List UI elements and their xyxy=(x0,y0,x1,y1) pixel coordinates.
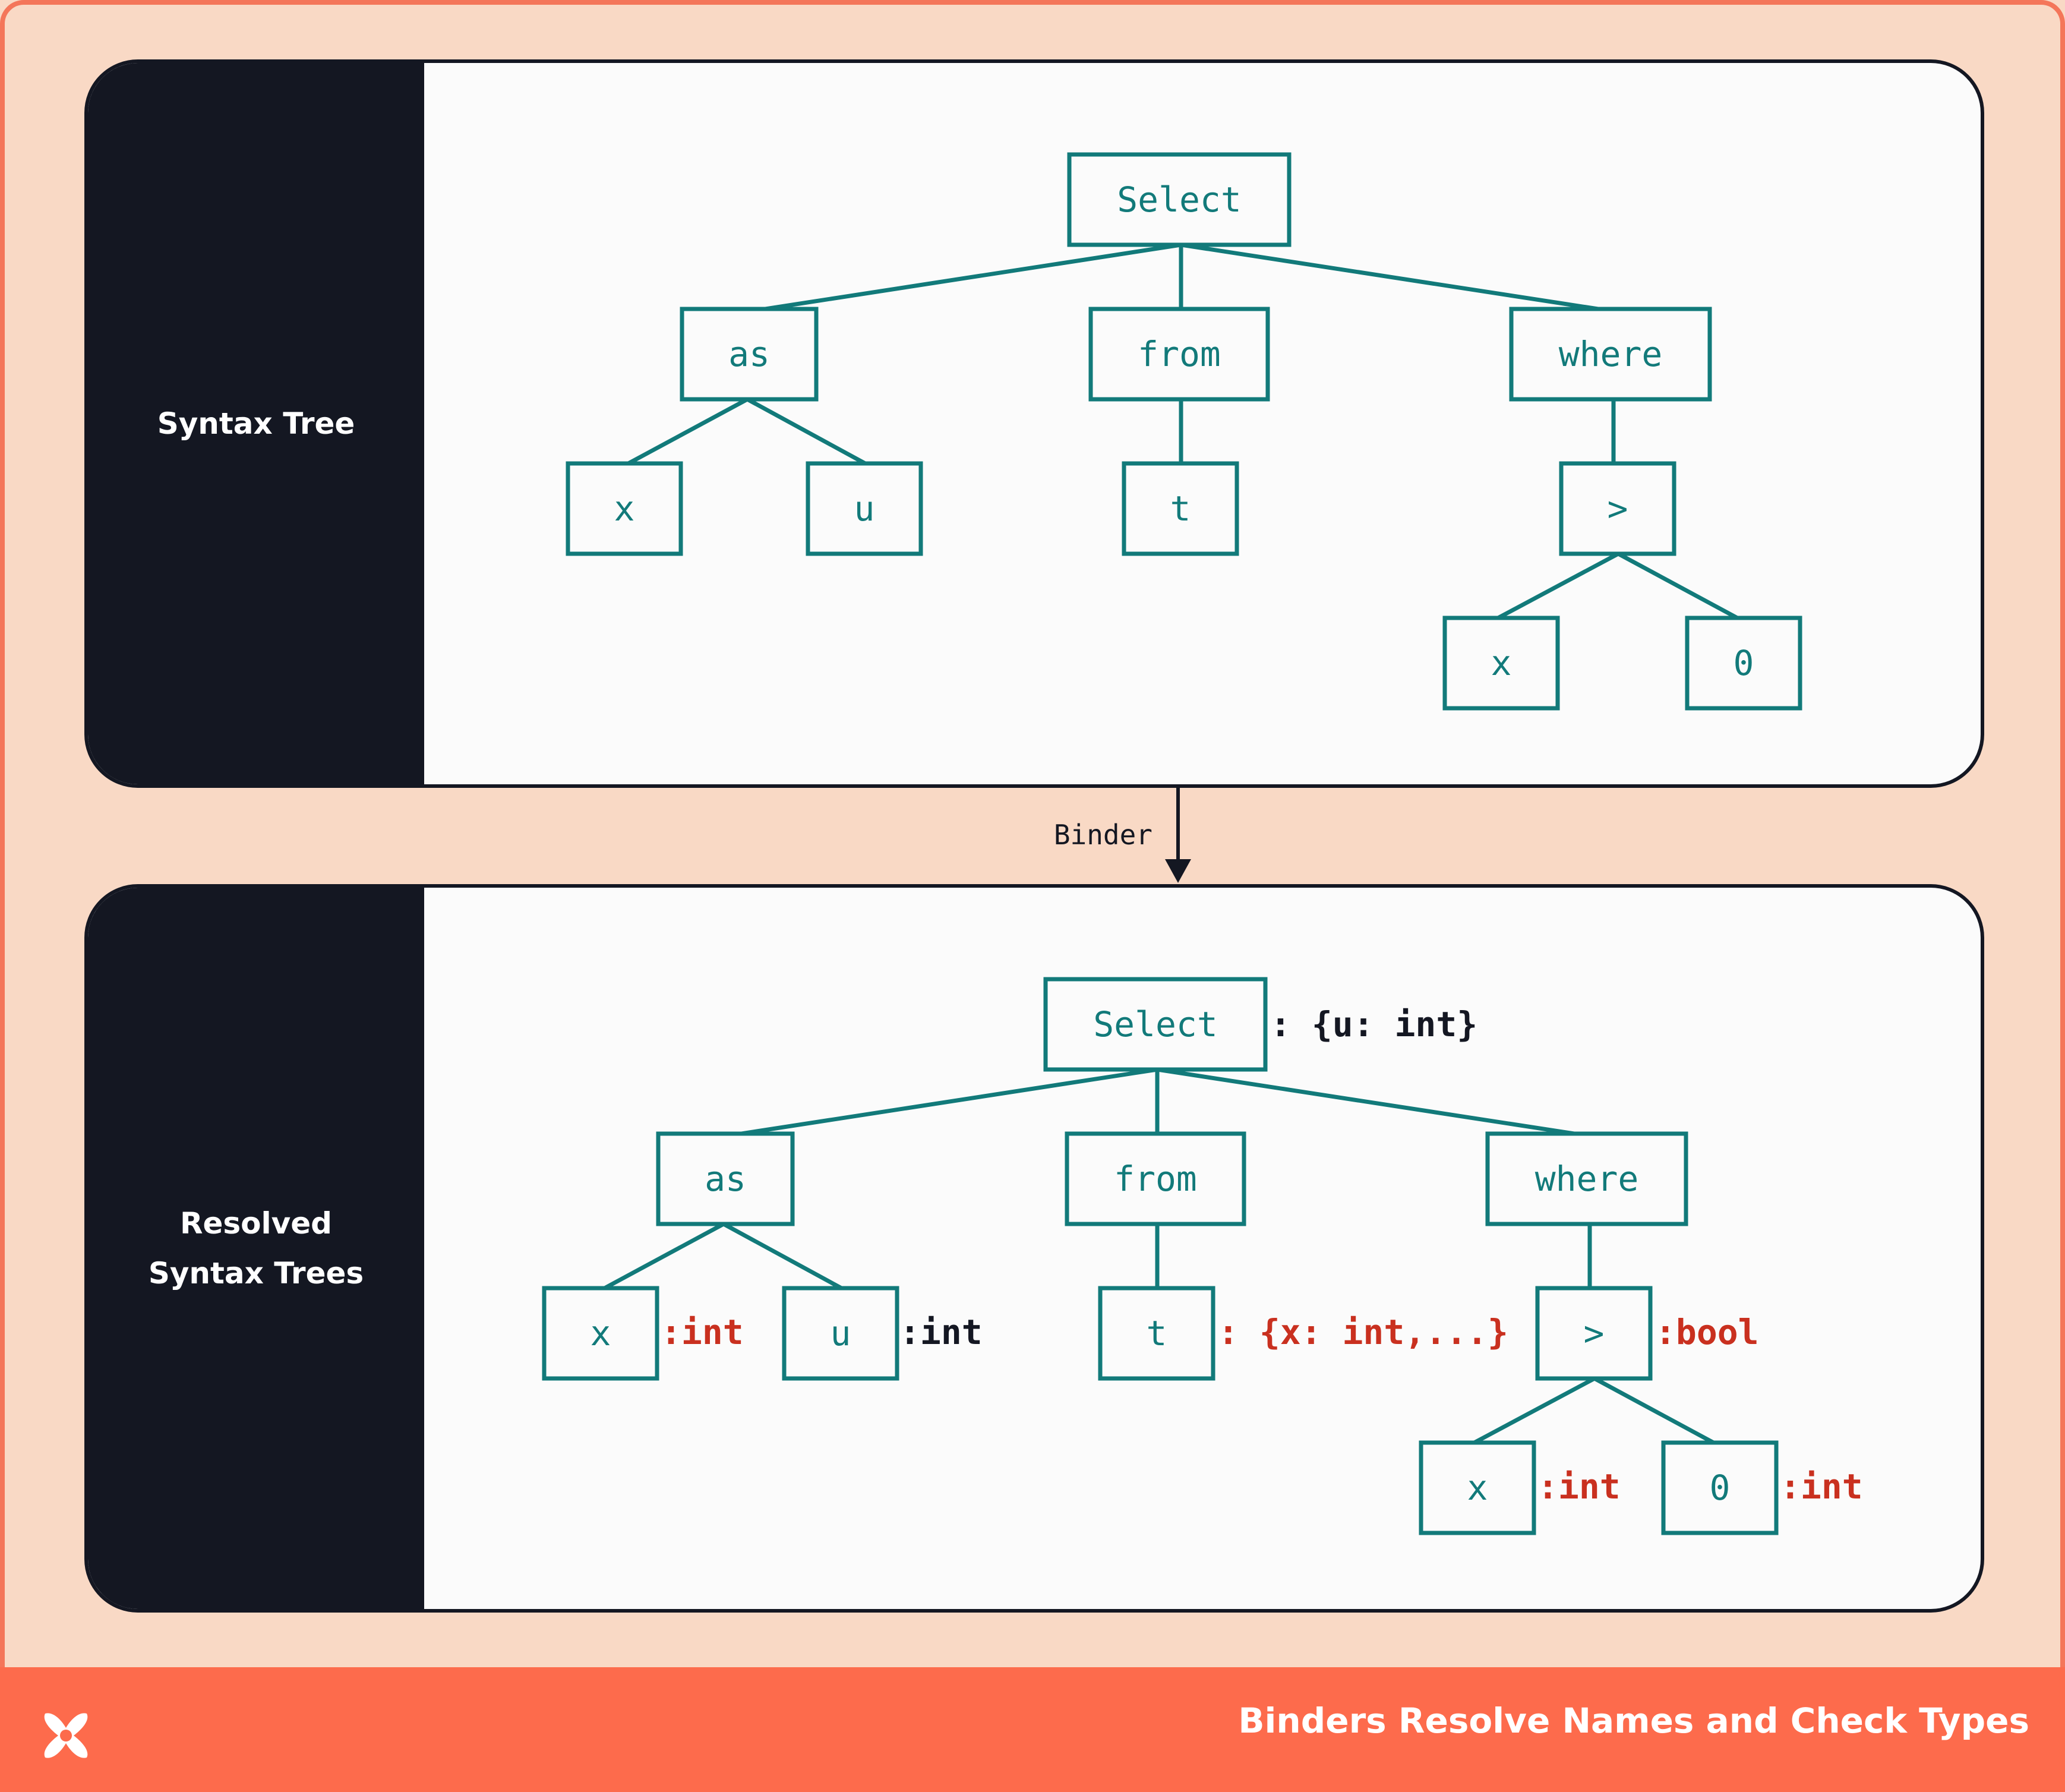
annotation-gt-type: :bool xyxy=(1655,1312,1759,1352)
node-gt-label: > xyxy=(1584,1313,1605,1354)
resolved-syntax-tree-graph: Select as from where x u t > xyxy=(542,977,1863,1535)
resolved-syntax-trees-sidebar: Resolved Syntax Trees xyxy=(88,888,424,1609)
syntax-tree-label-text: Syntax Tree xyxy=(157,406,355,441)
node-x-label: x xyxy=(614,488,635,529)
node-x2-label: x xyxy=(1491,643,1512,683)
node-zero-label: 0 xyxy=(1734,643,1754,683)
node-as: as xyxy=(656,1131,795,1226)
syntax-tree-graph: Select as from where x u t > xyxy=(566,152,1802,711)
resolved-label-line2: Syntax Trees xyxy=(148,1256,364,1291)
node-from-label: from xyxy=(1114,1159,1197,1199)
resolved-syntax-trees-panel: Resolved Syntax Trees Select as from whe xyxy=(84,884,1984,1613)
annotation-u-type: :int xyxy=(899,1312,983,1352)
edge-gt-x xyxy=(1495,551,1619,621)
annotation-zero-type: :int xyxy=(1780,1466,1863,1507)
node-zero: 0 xyxy=(1685,616,1802,711)
dbos-x-logo-icon xyxy=(44,1713,88,1758)
edge-as-u xyxy=(746,397,869,467)
edge-gt-zero xyxy=(1617,551,1741,621)
node-where-label: where xyxy=(1559,334,1663,374)
node-zero: 0 xyxy=(1661,1440,1779,1535)
node-u: u xyxy=(806,461,923,556)
node-t: t xyxy=(1098,1286,1215,1381)
node-from-label: from xyxy=(1138,334,1221,374)
node-x2: x xyxy=(1442,616,1560,711)
resolved-label-line1: Resolved xyxy=(180,1206,332,1241)
annotation-x2-type: :int xyxy=(1537,1466,1621,1507)
annotation-select-type: : {u: int} xyxy=(1270,1004,1477,1045)
node-as-label: as xyxy=(728,334,770,374)
node-select: Select xyxy=(1043,977,1268,1072)
node-gt: > xyxy=(1535,1286,1653,1381)
node-x: x xyxy=(542,1286,659,1381)
node-zero-label: 0 xyxy=(1710,1468,1731,1508)
node-x: x xyxy=(566,461,683,556)
syntax-tree-sidebar: Syntax Tree xyxy=(88,63,424,784)
resolved-syntax-trees-label: Resolved Syntax Trees xyxy=(149,1198,364,1298)
edge-as-x xyxy=(601,1222,725,1292)
edge-gt-x xyxy=(1471,1376,1596,1446)
footer-bar xyxy=(0,1667,2065,1792)
edge-select-as xyxy=(749,242,1182,314)
edge-select-where xyxy=(1180,242,1614,314)
node-where: where xyxy=(1509,307,1712,402)
node-from: from xyxy=(1088,307,1270,402)
edge-select-where xyxy=(1157,1067,1590,1138)
binder-label: Binder xyxy=(1054,819,1153,851)
node-t-label: t xyxy=(1170,488,1191,529)
edge-gt-zero xyxy=(1593,1376,1717,1446)
node-x-label: x xyxy=(591,1313,611,1354)
node-as: as xyxy=(680,307,819,402)
annotation-x-type: :int xyxy=(661,1312,744,1352)
node-u-label: u xyxy=(854,488,875,529)
node-gt: > xyxy=(1559,461,1676,556)
node-u: u xyxy=(782,1286,899,1381)
node-where-label: where xyxy=(1535,1159,1639,1199)
edge-select-as xyxy=(725,1067,1158,1138)
node-select-label: Select xyxy=(1093,1004,1218,1045)
node-x2-label: x xyxy=(1467,1468,1488,1508)
footer-title: Binders Resolve Names and Check Types xyxy=(1238,1700,2029,1741)
node-x2: x xyxy=(1419,1440,1536,1535)
node-where: where xyxy=(1485,1131,1688,1226)
syntax-tree-label: Syntax Tree xyxy=(157,399,355,449)
node-t-label: t xyxy=(1147,1313,1167,1354)
syntax-tree-panel: Syntax Tree Select as from where xyxy=(84,59,1984,788)
annotation-t-type: : {x: int,...} xyxy=(1218,1312,1508,1352)
node-select-label: Select xyxy=(1117,179,1242,220)
node-from: from xyxy=(1065,1131,1246,1226)
binder-arrow-head xyxy=(1165,859,1191,883)
node-select: Select xyxy=(1067,152,1292,247)
edge-as-u xyxy=(722,1222,845,1292)
node-gt-label: > xyxy=(1608,488,1628,529)
edge-as-x xyxy=(625,397,749,467)
node-u-label: u xyxy=(831,1313,851,1354)
node-as-label: as xyxy=(705,1159,746,1199)
node-t: t xyxy=(1122,461,1239,556)
